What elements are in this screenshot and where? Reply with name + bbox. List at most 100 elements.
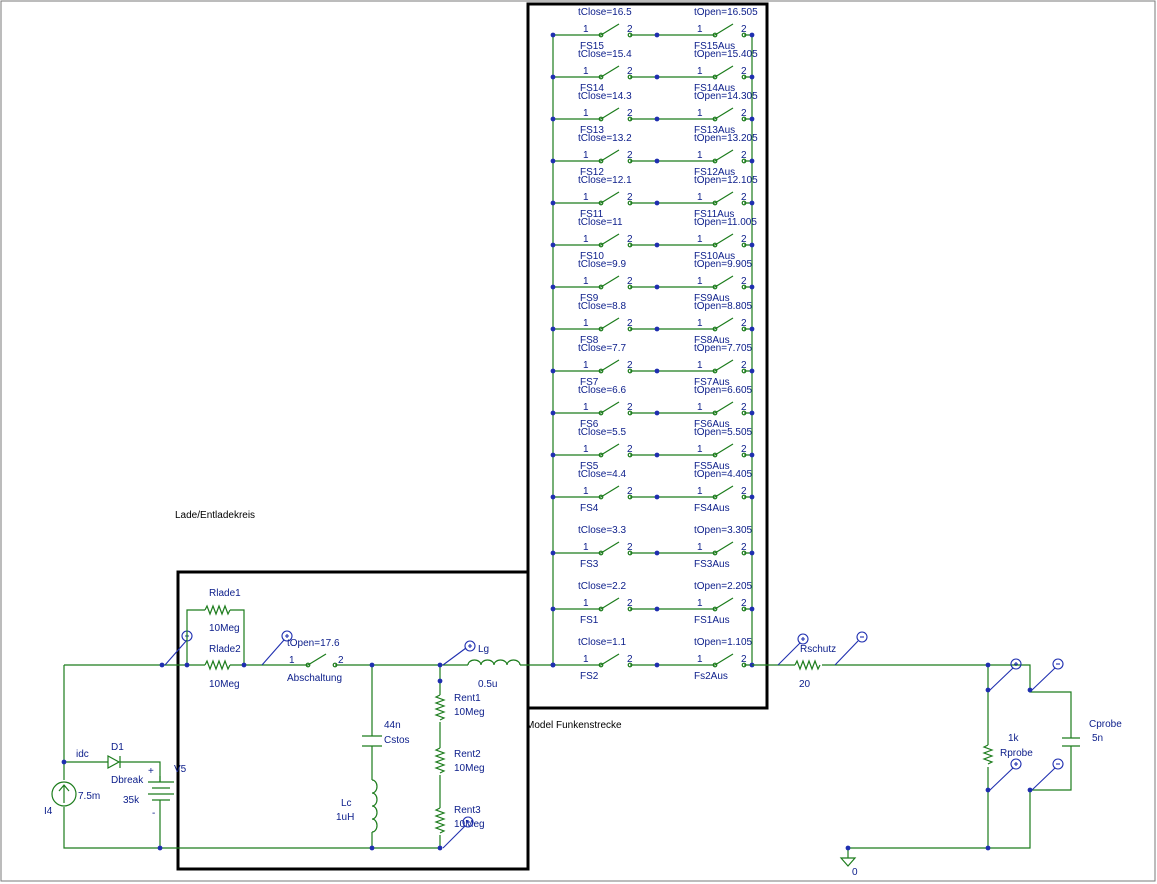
switch-open-name: FS6Aus [694,419,730,430]
switch-open-param: tOpen=11.005 [694,217,757,228]
switch-open-param: tOpen=7.705 [694,343,753,354]
switch-close-contact [598,550,604,556]
switch-close-pin2: 2 [627,318,633,329]
switch-close-name: FS10 [580,251,604,262]
ladder-junction [654,200,660,206]
ladder-junction [550,606,556,612]
switch-open-pin1: 1 [697,402,703,413]
abschaltung-probe [261,630,293,666]
switch-close-pin2: 2 [627,192,633,203]
switch-open-param: tOpen=9.905 [694,259,753,270]
switch-close-contact [598,494,604,500]
switch-open-blade [714,149,734,162]
switch-open-pin2: 2 [741,276,747,287]
switch-open-contact [741,494,747,500]
switch-close-pin2: 2 [627,402,633,413]
switch-close-pin1: 1 [583,276,589,287]
rent-chain [434,665,446,848]
output-probes [989,658,1064,791]
funkenstrecke-box [526,2,769,710]
switch-open-contact [741,158,747,164]
ladder-junction [654,326,660,332]
switch-open-pin1: 1 [697,108,703,119]
switch-open-param: tOpen=12.105 [694,175,758,186]
switch-open-blade [714,191,734,204]
switch-close-blade [600,317,620,330]
switch-open-name: Fs2Aus [694,671,728,682]
lc-value: 1uH [336,812,354,823]
switch-close-contact [598,158,604,164]
switch-close-contact [627,74,633,80]
switch-close-contact [627,326,633,332]
switch-close-contact [627,452,633,458]
switch-open-blade [714,107,734,120]
ladder-junction [550,200,556,206]
switch-open-contact [712,74,718,80]
switch-open-pin2: 2 [741,192,747,203]
rlade2-value: 10Meg [209,679,240,690]
ladder-junction [749,32,755,38]
ladder-junction [550,32,556,38]
switch-close-name: FS11 [580,209,604,220]
switch-close-param: tClose=15.4 [578,49,632,60]
switch-open-contact [712,284,718,290]
switch-close-param: tClose=9.9 [578,259,627,270]
switch-close-blade [600,653,620,666]
switch-close-blade [600,233,620,246]
output-wiring [752,664,1072,867]
ladder-junction [550,550,556,556]
switch-open-name: FS15Aus [694,41,735,52]
rschutz-name: Rschutz [800,644,836,655]
switch-open-pin1: 1 [697,444,703,455]
switch-abschaltung [287,653,440,668]
switch-open-pin1: 1 [697,150,703,161]
switch-open-blade [714,443,734,456]
cprobe-value: 5n [1092,733,1103,744]
junction-dots [61,662,1033,851]
abschaltung-pin2: 2 [338,655,344,666]
switch-close-blade [600,597,620,610]
switch-open-contact [712,606,718,612]
d1-name: D1 [111,742,124,753]
ladder-junction [749,452,755,458]
switch-close-pin1: 1 [583,66,589,77]
switch-open-pin2: 2 [741,66,747,77]
switch-close-blade [600,149,620,162]
switch-open-param: tOpen=14.305 [694,91,758,102]
ladder-junction [654,662,660,668]
switch-close-pin1: 1 [583,542,589,553]
rent2-name: Rent2 [454,749,481,760]
ladder-junction [749,116,755,122]
switch-close-pin2: 2 [627,598,633,609]
switch-close-param: tClose=4.4 [578,469,627,480]
switch-close-name: FS9 [580,293,599,304]
switch-open-contact [741,32,747,38]
switch-open-contact [741,662,747,668]
switch-open-contact [741,74,747,80]
battery-v5 [148,776,174,801]
switch-open-name: FS10Aus [694,251,735,262]
switch-close-name: FS5 [580,461,599,472]
rlade1-value: 10Meg [209,623,240,634]
ground-label: 0 [852,867,858,878]
switch-open-name: FS11Aus [694,209,734,220]
switch-close-contact [627,200,633,206]
ladder-junction [749,410,755,416]
switch-close-contact [627,494,633,500]
switch-open-param: tOpen=6.605 [694,385,753,396]
switch-close-contact [598,32,604,38]
switch-close-contact [627,158,633,164]
switch-close-contact [598,662,604,668]
switch-close-name: FS1 [580,615,599,626]
switch-open-contact [712,368,718,374]
switch-open-contact [741,606,747,612]
switch-close-name: FS14 [580,83,604,94]
switch-close-param: tClose=7.7 [578,343,627,354]
switch-close-blade [600,541,620,554]
switch-open-blade [714,359,734,372]
switch-close-blade [600,443,620,456]
abschaltung-param: tOpen=17.6 [287,638,340,649]
switch-close-blade [600,191,620,204]
rent3-probe [442,816,474,849]
